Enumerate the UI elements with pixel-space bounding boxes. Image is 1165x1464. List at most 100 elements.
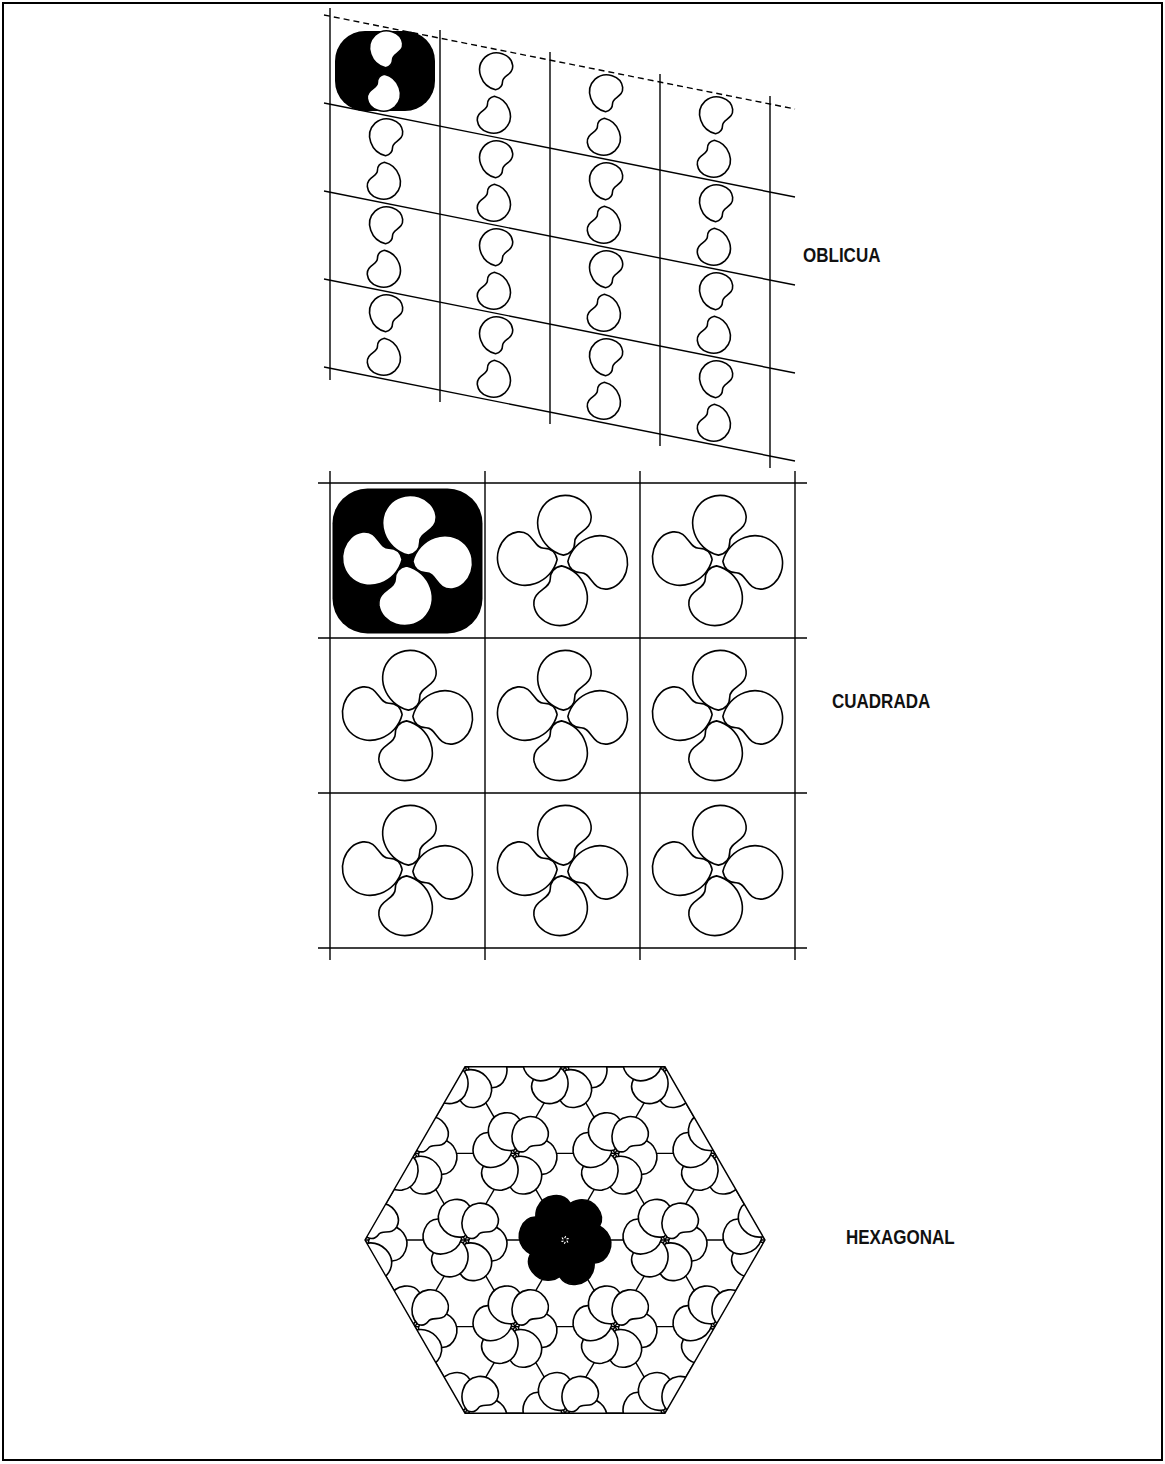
motif bbox=[0, 956, 15, 999]
motif bbox=[284, 1456, 327, 1464]
lattice-line bbox=[515, 807, 915, 1464]
motif bbox=[926, 1406, 977, 1457]
motif bbox=[234, 1196, 277, 1242]
lattice-line bbox=[659, 74, 660, 446]
lattice-line bbox=[0, 677, 390, 1370]
motif bbox=[669, 956, 715, 999]
motif bbox=[366, 116, 404, 158]
motif bbox=[586, 160, 624, 202]
motif bbox=[803, 1456, 854, 1464]
motif bbox=[876, 1146, 927, 1197]
motif bbox=[753, 849, 804, 900]
motif bbox=[1053, 1369, 1104, 1420]
motif bbox=[475, 94, 513, 136]
motif bbox=[784, 1282, 827, 1328]
motif bbox=[203, 1109, 254, 1160]
motif bbox=[687, 491, 749, 559]
motif bbox=[984, 1282, 1027, 1328]
motif bbox=[769, 956, 815, 999]
lattice-line bbox=[590, 1024, 990, 1464]
motif bbox=[53, 849, 104, 900]
lattice-label: HEXAGONAL bbox=[846, 1226, 955, 1249]
motif bbox=[65, 875, 111, 918]
motif bbox=[634, 1023, 677, 1069]
motif bbox=[253, 1065, 296, 1111]
motif bbox=[426, 886, 477, 937]
lattice-line bbox=[439, 30, 440, 402]
motif bbox=[884, 1282, 927, 1328]
motif bbox=[226, 1060, 277, 1111]
lattice-line bbox=[324, 15, 795, 109]
lattice-line bbox=[318, 792, 807, 793]
motif bbox=[265, 875, 311, 918]
motif bbox=[0, 875, 11, 918]
motif bbox=[215, 1308, 261, 1351]
motif bbox=[403, 936, 454, 987]
motif bbox=[103, 1152, 146, 1198]
motif bbox=[53, 1023, 104, 1074]
motif bbox=[876, 1319, 927, 1370]
motif bbox=[869, 1303, 915, 1346]
motif bbox=[303, 936, 354, 987]
motif bbox=[353, 1369, 404, 1420]
lattice-line bbox=[165, 1326, 965, 1327]
lattice-label: OBLICUA bbox=[803, 244, 880, 267]
motif bbox=[603, 1456, 654, 1464]
lattice-line bbox=[794, 471, 795, 960]
motif bbox=[365, 248, 403, 290]
motif bbox=[3, 978, 46, 1024]
motif bbox=[303, 978, 346, 1024]
motif bbox=[226, 886, 277, 937]
lattice-line bbox=[324, 367, 795, 461]
motif bbox=[803, 978, 846, 1024]
motif bbox=[253, 1196, 304, 1247]
motif bbox=[369, 956, 415, 999]
motif bbox=[84, 1109, 127, 1155]
motif bbox=[415, 961, 461, 1004]
lattice-label: CUADRADA bbox=[832, 690, 930, 713]
motif bbox=[815, 1308, 861, 1351]
lattice-line bbox=[215, 980, 615, 1464]
motif bbox=[34, 1023, 77, 1069]
lattice-line bbox=[165, 893, 965, 894]
motif bbox=[215, 1135, 261, 1178]
motif bbox=[476, 138, 514, 180]
lattice-line bbox=[440, 937, 840, 1464]
motif bbox=[653, 849, 704, 900]
motif bbox=[565, 875, 611, 918]
motif bbox=[586, 72, 624, 114]
motif bbox=[284, 1282, 327, 1328]
motif bbox=[253, 1238, 296, 1284]
motif bbox=[315, 1308, 361, 1351]
motif bbox=[475, 182, 513, 224]
lattice-line bbox=[165, 1153, 965, 1154]
motif bbox=[0, 936, 27, 982]
motif bbox=[303, 1109, 354, 1160]
square-lattice bbox=[318, 471, 807, 960]
lattice-line bbox=[165, 980, 965, 981]
motif bbox=[153, 1023, 204, 1074]
motif bbox=[315, 1135, 361, 1178]
oblique-lattice bbox=[324, 8, 795, 468]
motif bbox=[203, 978, 246, 1024]
motif bbox=[53, 892, 96, 938]
motif bbox=[469, 956, 515, 999]
motif bbox=[453, 1411, 496, 1457]
motif bbox=[903, 1325, 946, 1371]
motif bbox=[696, 182, 734, 224]
motif bbox=[184, 1109, 227, 1155]
motif bbox=[184, 936, 227, 982]
motif bbox=[703, 978, 746, 1024]
motif bbox=[484, 936, 527, 982]
lattice-line bbox=[324, 191, 795, 285]
motif bbox=[865, 1394, 911, 1437]
motif bbox=[1026, 1406, 1077, 1457]
motif bbox=[319, 1389, 365, 1432]
motif bbox=[119, 1043, 165, 1086]
motif bbox=[1065, 1394, 1111, 1437]
motif bbox=[365, 160, 403, 202]
motif bbox=[569, 956, 615, 999]
motif bbox=[653, 1411, 696, 1457]
motif bbox=[1053, 1411, 1096, 1457]
lattice-line bbox=[290, 850, 690, 1464]
